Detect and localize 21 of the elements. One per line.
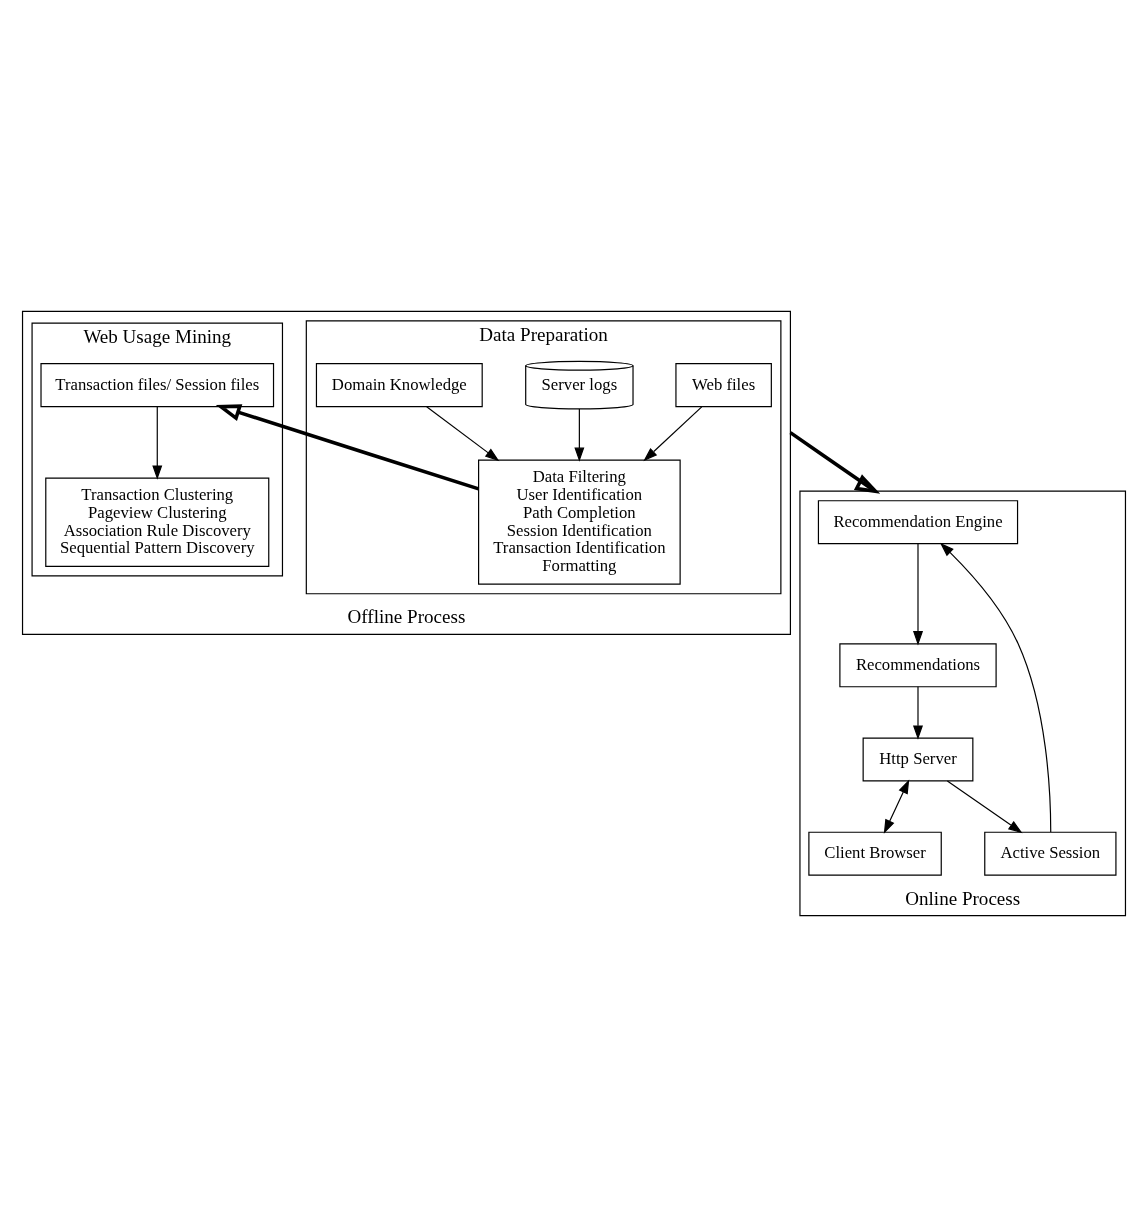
arrow [574, 407, 585, 462]
node-box: Data Filtering User Identification Path Completion Session Identification Transaction Identification Formatting [478, 459, 681, 585]
arrow [426, 405, 500, 461]
arrow [946, 779, 1023, 833]
arrow [883, 778, 910, 834]
arrow [789, 430, 881, 494]
node-box: Active Session [984, 831, 1117, 876]
arrow [939, 542, 1052, 833]
arrow [215, 403, 480, 491]
arrow [152, 405, 163, 480]
node-box: Recommendations [839, 642, 997, 687]
node-box: Web files [675, 362, 772, 407]
node-box: Client Browser [808, 831, 942, 876]
node-box: Http Server [862, 736, 974, 782]
arrow [913, 685, 923, 740]
node-box: Recommendation Engine [817, 499, 1019, 544]
node-box: Transaction files/ Session files [40, 362, 275, 407]
arrow [913, 542, 923, 645]
arrow [643, 405, 703, 461]
node-box: Transaction Clustering Pageview Clustering Association Rule Discovery Sequential Pattern Discovery [45, 477, 270, 567]
node-box: Domain Knowledge [315, 362, 483, 407]
